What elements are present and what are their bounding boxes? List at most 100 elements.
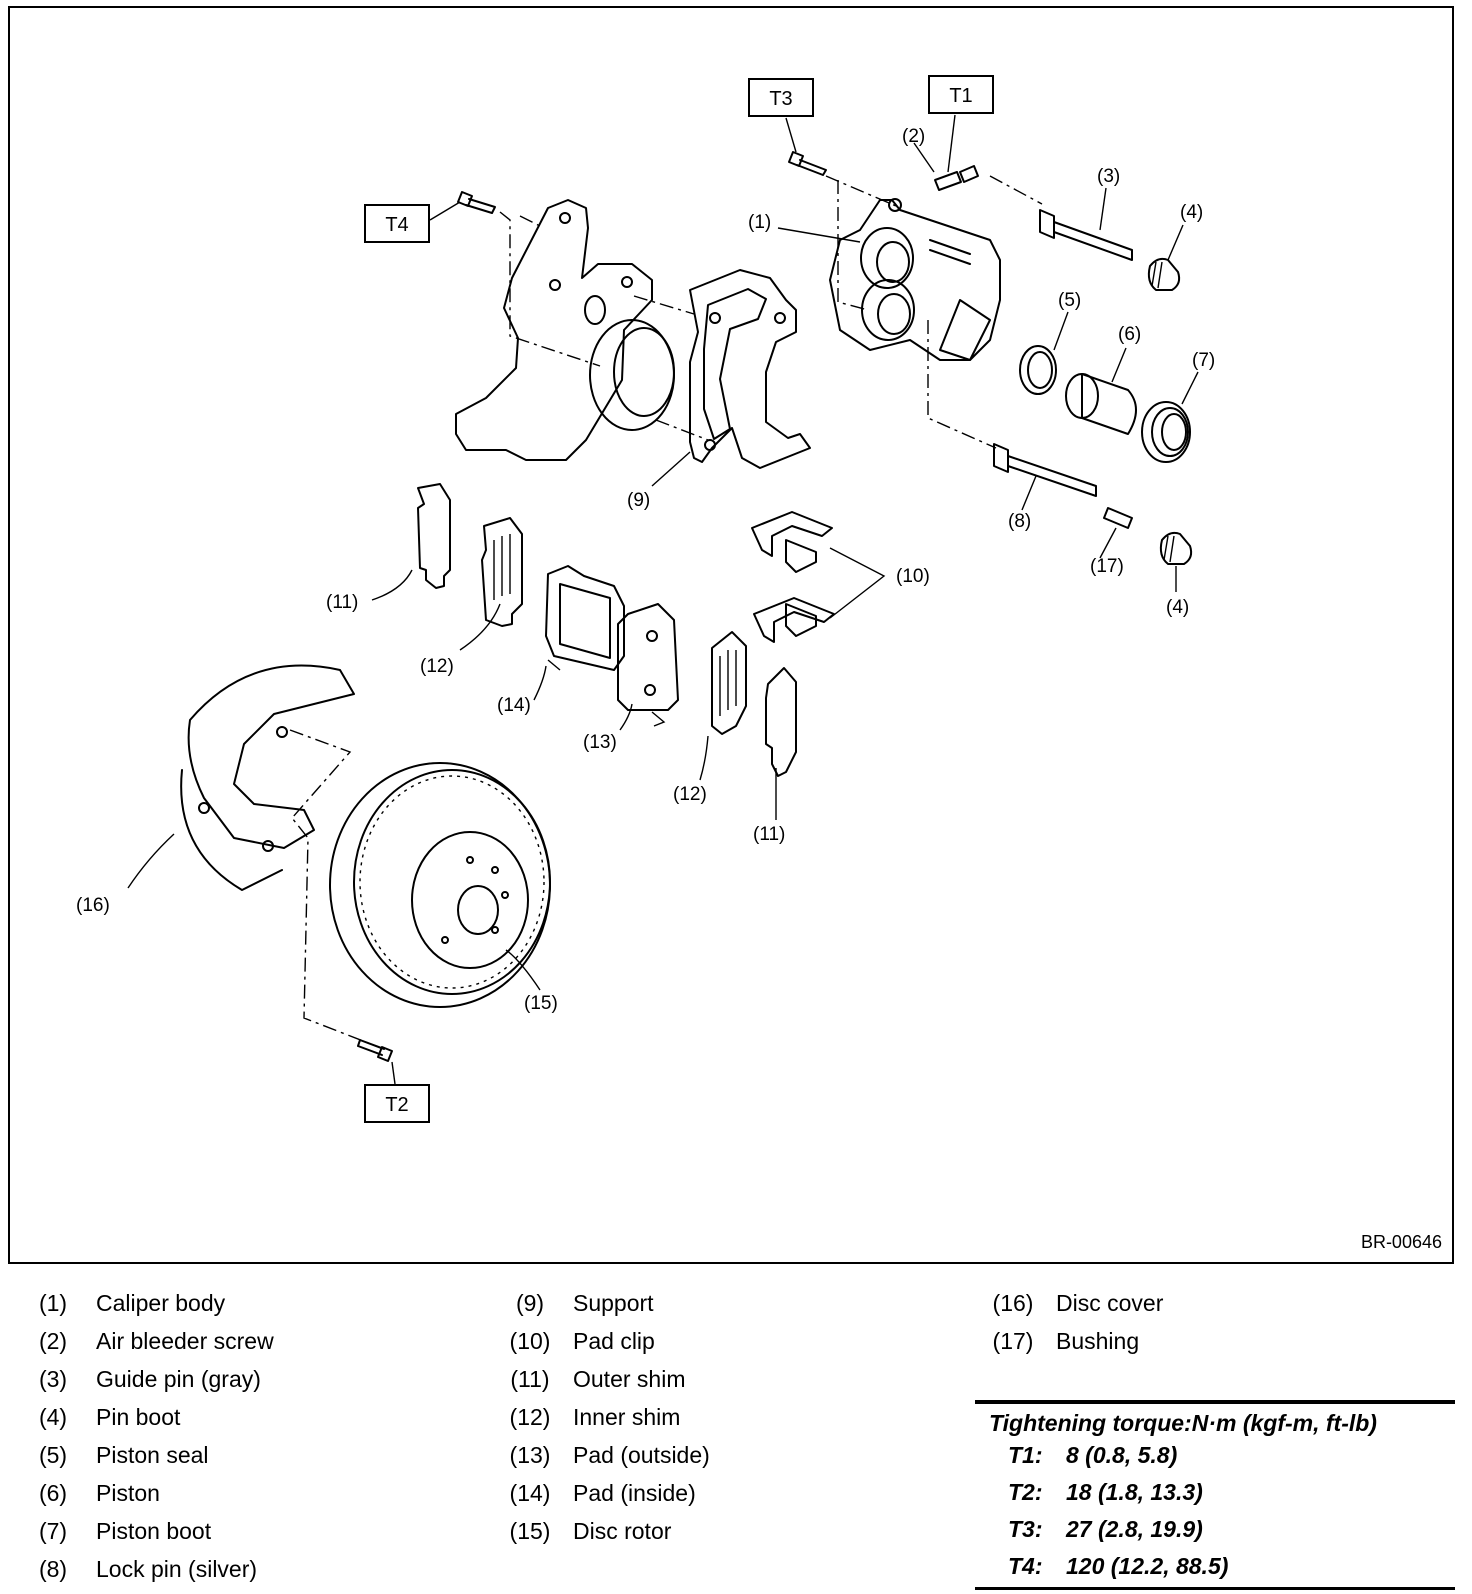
legend-item-name: Piston seal	[96, 1442, 209, 1468]
torque-value: 8 (0.8, 5.8)	[1066, 1442, 1178, 1468]
outer-shim-right	[765, 667, 797, 777]
callout-4-lower: (4)	[1166, 597, 1189, 618]
torque-box-t3: T3	[748, 78, 814, 117]
callout-17: (17)	[1090, 556, 1124, 577]
legend-item-name: Outer shim	[573, 1366, 686, 1392]
torque-table-top-rule	[975, 1400, 1455, 1404]
torque-box-t4: T4	[364, 204, 430, 243]
inner-shim-left	[481, 517, 523, 627]
legend-item-number: (1)	[38, 1290, 68, 1316]
piston-seal	[1019, 345, 1057, 395]
pad-outside	[617, 603, 679, 727]
legend-item-number: (5)	[38, 1442, 68, 1468]
torque-table-bottom-rule	[975, 1587, 1455, 1590]
legend-item-name: Disc cover	[1056, 1290, 1164, 1316]
callout-16: (16)	[76, 895, 110, 916]
torque-value: 120 (12.2, 88.5)	[1066, 1553, 1229, 1579]
legend-item-number: (11)	[510, 1366, 550, 1392]
torque-rows: T1:8 (0.8, 5.8)T2: 18 (1.8, 13.3) T3: 27 (2…	[975, 1442, 1455, 1590]
torque-box-t2-label: T2	[385, 1094, 408, 1116]
legend-item-number: (7)	[38, 1518, 68, 1544]
torque-box-t3-label: T3	[769, 88, 792, 110]
figure-code: BR-00646	[1360, 1232, 1442, 1252]
legend-item-name: Pad (outside)	[573, 1442, 710, 1468]
pad-clip-lower	[753, 597, 835, 643]
legend-item-name: Support	[573, 1290, 654, 1316]
legend-item-number: (16)	[992, 1290, 1034, 1316]
air-bleeder-screw	[934, 114, 979, 191]
piston	[1065, 373, 1137, 435]
guide-pin	[1039, 209, 1133, 261]
legend-item-number: (12)	[509, 1404, 551, 1430]
torque-row: T3: 27 (2.8, 19.9)	[975, 1516, 1455, 1553]
callout-2: (2)	[902, 126, 925, 147]
legend-item-number: (2)	[38, 1328, 68, 1354]
legend-item-name: Inner shim	[573, 1404, 681, 1430]
torque-box-t1-label: T1	[949, 85, 972, 107]
torque-table-title: Tightening torque:N·m (kgf-m, ft-lb)	[989, 1410, 1377, 1436]
pad-inside	[545, 565, 625, 671]
callout-1: (1)	[748, 212, 771, 233]
legend-item-name: Lock pin (silver)	[96, 1556, 258, 1582]
inner-shim-right	[711, 631, 747, 735]
callout-6: (6)	[1118, 324, 1141, 345]
legend-item-name: Bushing	[1056, 1328, 1140, 1354]
torque-table: Tightening torque:N·m (kgf-m, ft-lb) T1:…	[975, 1400, 1455, 1590]
piston-boot	[1141, 401, 1191, 463]
legend-item-number: (9)	[515, 1290, 545, 1316]
callout-14: (14)	[497, 695, 531, 716]
callout-15: (15)	[524, 993, 558, 1014]
torque-row: T1:8 (0.8, 5.8)	[975, 1442, 1455, 1479]
callout-12-left: (12)	[420, 656, 454, 677]
callout-7: (7)	[1192, 350, 1215, 371]
torque-value: 27 (2.8, 19.9)	[1066, 1516, 1203, 1542]
legend-item-name: Piston boot	[96, 1518, 212, 1544]
legend-item-number: (3)	[38, 1366, 68, 1392]
legend-item-name: Pad (inside)	[573, 1480, 696, 1506]
bushing	[1103, 507, 1133, 529]
leader-lines	[127, 142, 1199, 991]
torque-key: T3:	[1008, 1516, 1043, 1542]
callout-11-left: (11)	[326, 592, 358, 613]
callout-8: (8)	[1008, 511, 1031, 532]
legend-item-number: (6)	[38, 1480, 68, 1506]
legend-item-name: Pin boot	[96, 1404, 181, 1430]
bolt-t3	[785, 117, 827, 176]
torque-key: T4:	[1008, 1553, 1043, 1579]
pin-boot-upper	[1147, 257, 1181, 291]
torque-value: 18 (1.8, 13.3)	[1066, 1479, 1203, 1505]
bolt-t4	[429, 191, 496, 221]
legend-item-name: Pad clip	[573, 1328, 655, 1354]
torque-key: T2:	[1008, 1479, 1043, 1505]
torque-box-t2: T2	[364, 1084, 430, 1123]
callout-3: (3)	[1097, 166, 1120, 187]
disc-rotor	[329, 762, 551, 1008]
legend-item-name: Guide pin (gray)	[96, 1366, 261, 1392]
callout-11-right: (11)	[753, 824, 785, 845]
callout-10: (10)	[896, 566, 930, 587]
torque-box-t1: T1	[928, 75, 994, 114]
callout-9: (9)	[627, 490, 650, 511]
legend-item-number: (15)	[509, 1518, 551, 1544]
pad-clip-upper	[751, 511, 833, 573]
legend-item-number: (8)	[38, 1556, 68, 1582]
callout-4-upper: (4)	[1180, 202, 1203, 223]
legend-item-name: Air bleeder screw	[96, 1328, 274, 1354]
torque-box-t4-label: T4	[385, 214, 408, 236]
legend-item-name: Disc rotor	[573, 1518, 672, 1544]
assembly-lines	[289, 175, 1043, 1047]
caliper-body	[829, 198, 1001, 361]
outer-shim-left	[417, 483, 451, 589]
legend-item-name: Caliper body	[96, 1290, 226, 1316]
torque-row: T2: 18 (1.8, 13.3)	[975, 1479, 1455, 1516]
legend-item-name: Piston	[96, 1480, 160, 1506]
legend-item-number: (17)	[992, 1328, 1034, 1354]
torque-row: T4: 120 (12.2, 88.5)	[975, 1553, 1455, 1590]
caliper-support	[689, 269, 811, 469]
pin-boot-lower	[1159, 531, 1193, 565]
lock-pin	[993, 443, 1097, 497]
legend-item-number: (13)	[509, 1442, 551, 1468]
disc-cover	[180, 664, 355, 891]
legend-item-number: (14)	[509, 1480, 551, 1506]
diagram-frame	[8, 6, 1454, 1264]
